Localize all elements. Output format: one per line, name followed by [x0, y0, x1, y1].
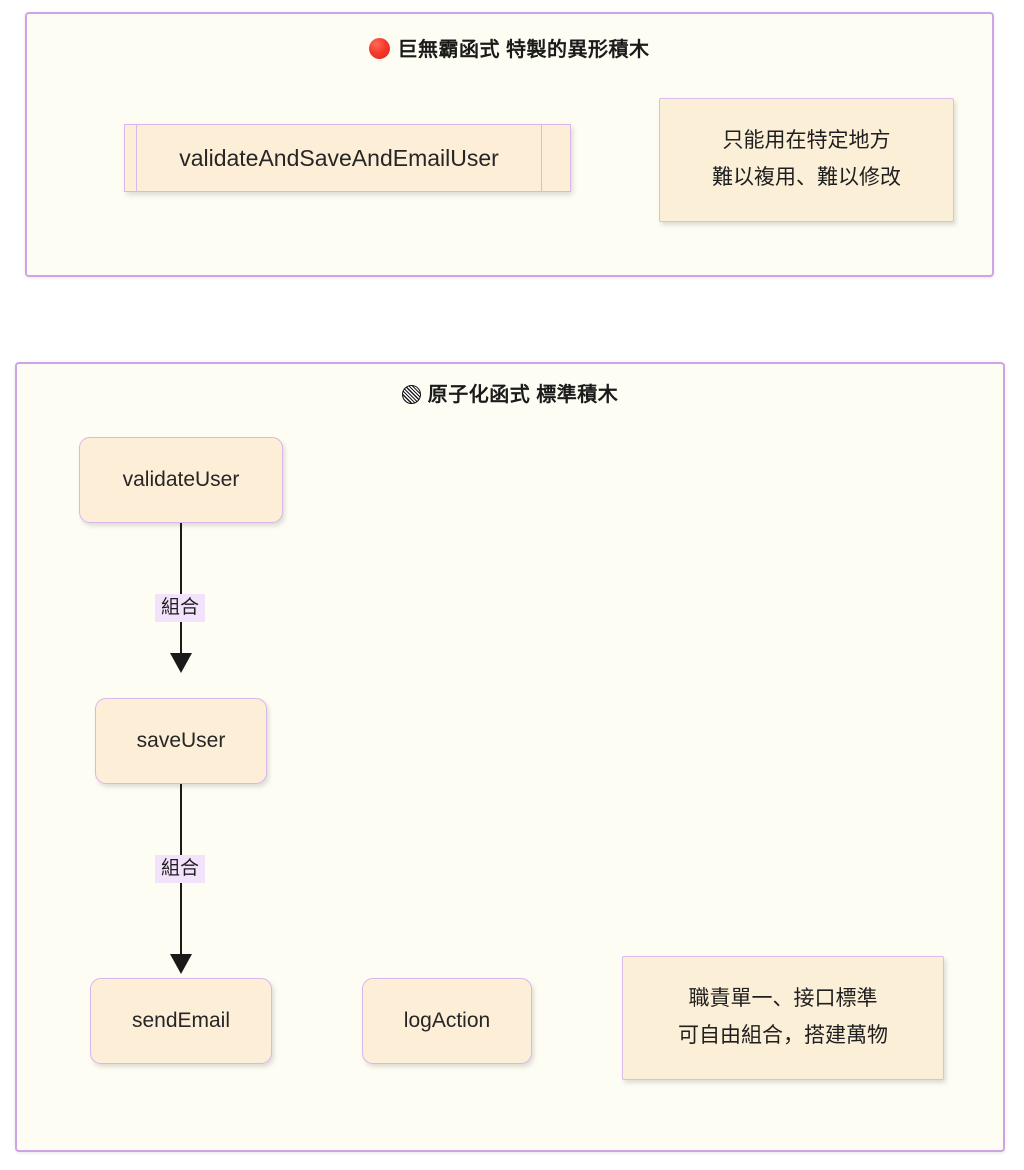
subroutine-right-bar: [541, 125, 570, 191]
subgraph-good-title: 原子化函式 標準積木: [17, 378, 1003, 407]
node-save-user[interactable]: saveUser: [95, 698, 267, 784]
node-label: logAction: [403, 1009, 491, 1032]
subgraph-bad-title: 巨無霸函式 特製的異形積木: [27, 33, 992, 62]
node-send-email[interactable]: sendEmail: [90, 978, 272, 1064]
subgraph-bad-title-text: 巨無霸函式 特製的異形積木: [397, 39, 650, 61]
node-label: saveUser: [136, 729, 226, 752]
node-label: validateAndSaveAndEmailUser: [179, 144, 499, 171]
edge-label-compose-1: 組合: [155, 594, 206, 622]
note-line: 難以複用、難以修改: [712, 166, 901, 189]
note-line: 只能用在特定地方: [722, 129, 891, 153]
note-line: 可自由組合，搭建萬物: [678, 1024, 888, 1047]
note-atomic-benefits: 職責單一、接口標準 可自由組合，搭建萬物: [622, 956, 944, 1080]
node-validate-user[interactable]: validateUser: [79, 437, 283, 523]
subroutine-left-bar: [125, 125, 137, 191]
edge-label-compose-2: 組合: [155, 855, 206, 883]
edge-validate-to-save-line: [180, 523, 182, 655]
subgraph-monolithic-function: 巨無霸函式 特製的異形積木 validateAndSaveAndEmailUse…: [25, 12, 994, 277]
hatched-circle-icon: [401, 385, 421, 404]
edge-validate-to-save-arrowhead-icon: [170, 653, 192, 673]
node-log-action[interactable]: logAction: [362, 978, 532, 1064]
note-monolithic-drawbacks: 只能用在特定地方 難以複用、難以修改: [659, 98, 954, 222]
note-line: 職責單一、接口標準: [688, 987, 878, 1011]
red-circle-icon: [369, 38, 391, 59]
node-label: validateUser: [122, 468, 240, 491]
node-label: sendEmail: [131, 1009, 231, 1032]
subgraph-good-title-text: 原子化函式 標準積木: [427, 384, 619, 406]
node-validate-and-save-and-email-user[interactable]: validateAndSaveAndEmailUser: [124, 124, 571, 192]
edge-save-to-send-arrowhead-icon: [170, 954, 192, 974]
